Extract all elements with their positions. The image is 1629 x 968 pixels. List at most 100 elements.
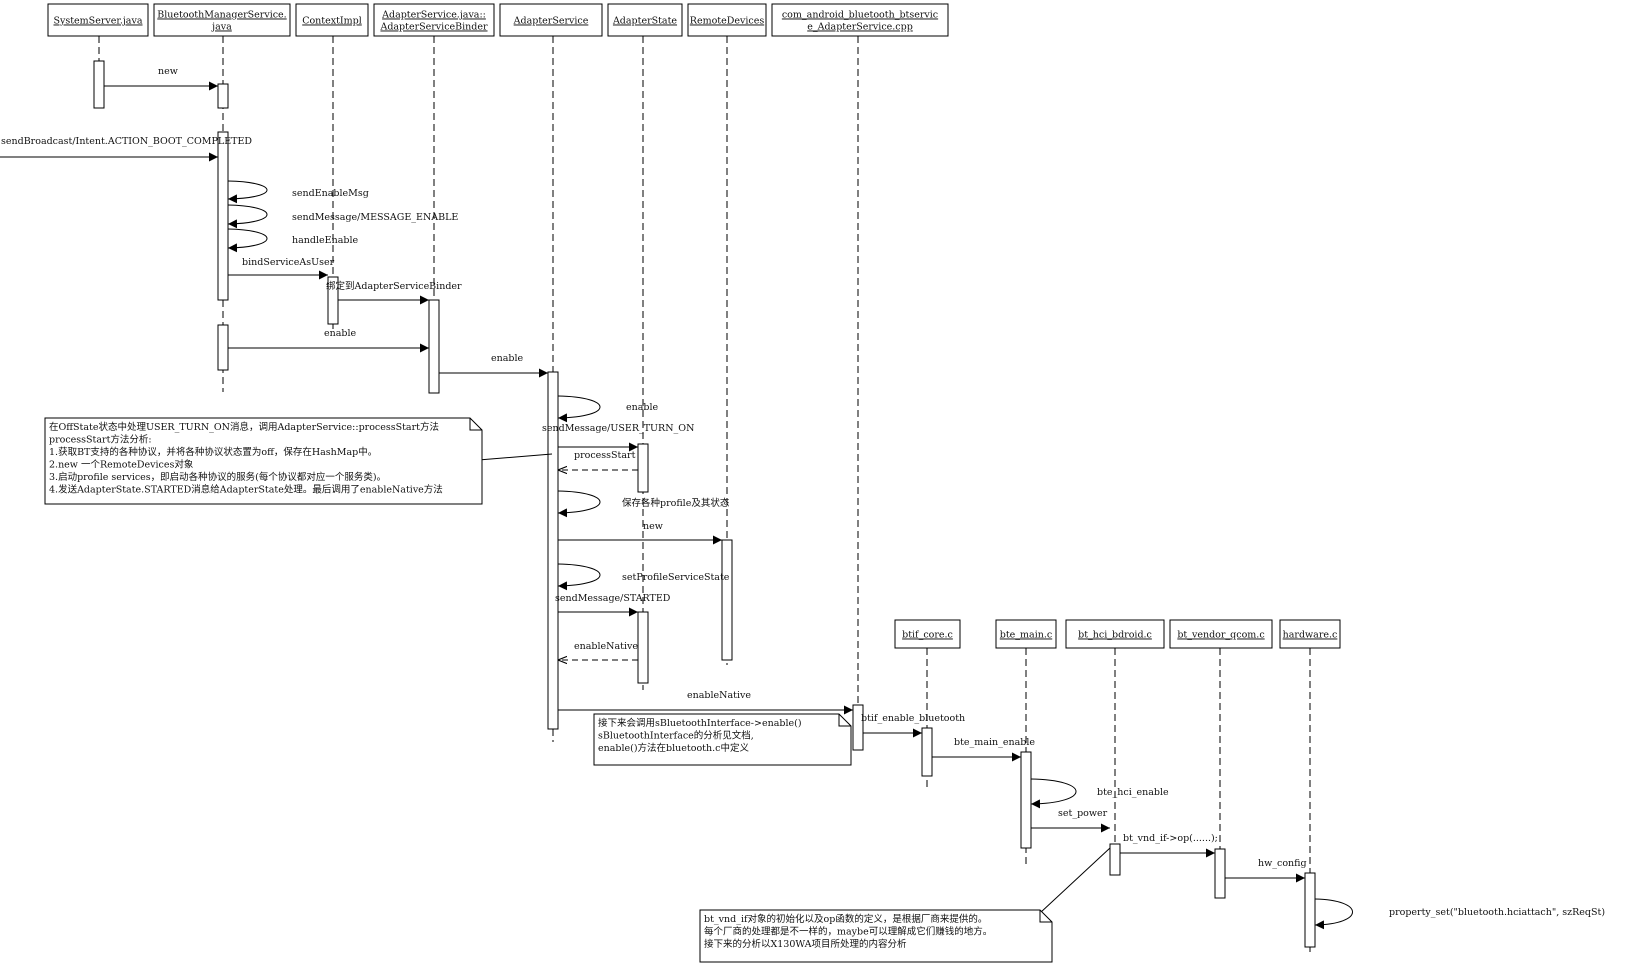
lifeline-ctx: ContextImpl: [295, 3, 369, 332]
message-label-m4: sendMessage/MESSAGE_ENABLE: [292, 212, 458, 223]
note-line: 接下来会调用sBluetoothInterface->enable(): [598, 717, 802, 729]
lifeline-rd: RemoteDevices: [687, 3, 767, 665]
activation-bar: [1109, 843, 1121, 876]
note-n2: 接下来会调用sBluetoothInterface->enable()sBlue…: [593, 713, 852, 766]
message-label-m13: 保存各种profile及其状态: [622, 497, 730, 509]
message-label-m1: new: [158, 66, 178, 77]
note-line: 1.获取BT支持的各种协议，并将各种协议状态置为off，保存在HashMap中。: [49, 446, 377, 458]
lifeline-label: ContextImpl: [302, 16, 362, 27]
lifeline-label: btif_core.c: [902, 630, 953, 641]
activation-bar: [547, 371, 559, 730]
activation-bar: [921, 727, 933, 777]
lifeline-head: [1065, 619, 1165, 649]
note-line: 在OffState状态中处理USER_TURN_ON消息，调用AdapterSe…: [49, 421, 439, 433]
note-connector: [1039, 847, 1111, 914]
lifeline-label: bte_main.c: [1000, 630, 1052, 641]
activation-bar: [428, 299, 440, 394]
lifeline-head: [295, 3, 369, 37]
lifeline-head: [771, 3, 949, 37]
note-line: 接下来的分析以X130WA项目所处理的内容分析: [704, 938, 907, 950]
message-label-m14: new: [643, 521, 663, 532]
self-call-arrow-m21: [1030, 778, 1077, 809]
lifeline-head: [499, 3, 603, 37]
note-line: 4.发送AdapterState.STARTED消息给AdapterState处…: [49, 484, 443, 496]
message-label-m3: sendEnableMsg: [292, 188, 369, 199]
message-label-m21: bte_hci_enable: [1097, 787, 1169, 798]
note-fold: [469, 418, 482, 431]
message-label-m16: sendMessage/STARTED: [555, 593, 671, 604]
lifeline-head: [1279, 619, 1341, 649]
lifeline-asb: AdapterService.java::AdapterServiceBinde…: [373, 3, 495, 392]
self-call-arrow-m4: [227, 204, 268, 229]
self-call-arrow-m5: [227, 228, 268, 253]
activation-bar: [93, 60, 105, 109]
lifeline-ast: AdapterState: [607, 3, 683, 690]
activation-bar: [1020, 751, 1032, 849]
lifeline-label: bt_vendor_qcom.c: [1177, 630, 1264, 641]
lifeline-core: btif_core.c: [894, 619, 961, 790]
lifeline-hci: bt_hci_bdroid.c: [1065, 619, 1165, 868]
lifeline-head: [1169, 619, 1273, 649]
lifeline-label: AdapterService: [513, 16, 589, 27]
activation-bar: [852, 704, 864, 751]
activation-bar: [637, 611, 649, 684]
message-label-m2: sendBroadcast/Intent.ACTION_BOOT_COMPLET…: [1, 136, 252, 147]
note-box: [593, 713, 852, 766]
message-label-m11: sendMessage/USER_TURN_ON: [542, 423, 694, 434]
lifeline-head: [47, 3, 149, 37]
note-fold: [1039, 910, 1052, 923]
message-label-m17: enableNative: [574, 641, 638, 652]
message-label-m6: bindServiceAsUser: [242, 257, 335, 268]
message-label-m25: property_set("bluetooth.hciattach", szRe…: [1389, 907, 1605, 918]
lifeline-head: [607, 3, 683, 37]
self-call-arrow-m3: [227, 180, 268, 204]
message-label-m19: btif_enable_bluetooth: [861, 713, 965, 724]
lifeline-label: com_android_bluetooth_btservic: [782, 10, 938, 21]
note-line: bt_vnd_if对象的初始化以及op函数的定义，是根据厂商来提供的。: [704, 913, 987, 925]
lifeline-head: [687, 3, 767, 37]
message-label-m10: enable: [626, 402, 659, 413]
note-line: enable()方法在bluetooth.c中定义: [598, 742, 749, 754]
message-label-m24: hw_config: [1258, 858, 1307, 869]
lifeline-head: [995, 619, 1057, 649]
message-label-m5: handleEnable: [292, 235, 358, 246]
self-call-arrow-m15: [557, 563, 601, 591]
message-label-m9: enable: [491, 353, 524, 364]
message-label-m20: bte_main_enable: [954, 737, 1035, 748]
message-label-m15: setProfileServiceState: [622, 572, 730, 583]
lifeline-label: bt_hci_bdroid.c: [1078, 630, 1152, 641]
activation-bar: [1304, 872, 1316, 948]
message-label-m22: set_power: [1058, 808, 1108, 819]
lifeline-head: [373, 3, 495, 37]
note-fold: [838, 714, 851, 727]
note-line: 3.启动profile services，即启动各种协议的服务(每个协议都对应一…: [49, 471, 386, 483]
lifeline-label: AdapterServiceBinder: [379, 22, 488, 33]
activation-bar: [1214, 848, 1226, 899]
activation-bar: [637, 443, 649, 493]
message-label-m12: processStart: [574, 450, 636, 461]
lifeline-label: java: [211, 22, 232, 33]
note-box: [44, 417, 483, 505]
activation-bar: [217, 83, 229, 109]
note-line: processStart方法分析:: [49, 434, 152, 446]
message-label-m18: enableNative: [687, 690, 751, 701]
lifeline-label: SystemServer.java: [53, 16, 142, 27]
message-label-m8: enable: [324, 328, 357, 339]
lifeline-head: [153, 3, 291, 37]
activation-bar: [217, 131, 229, 301]
lifeline-label: RemoteDevices: [690, 16, 765, 27]
self-call-arrow-m10: [557, 395, 601, 423]
lifeline-label: AdapterState: [612, 16, 677, 27]
lifeline-label: e_AdapterService.cpp: [807, 22, 913, 33]
lifeline-cpp: com_android_bluetooth_btservice_AdapterS…: [771, 3, 949, 742]
note-line: 每个厂商的处理都是不一样的，maybe可以理解成它们赚钱的地方。: [704, 926, 992, 938]
message-label-m23: bt_vnd_if->op(......);: [1123, 833, 1218, 844]
lifeline-label: hardware.c: [1283, 630, 1338, 641]
message-label-m7: 绑定到AdapterServiceBinder: [326, 280, 462, 292]
note-line: 2.new 一个RemoteDevices对象: [49, 459, 194, 471]
note-n1: 在OffState状态中处理USER_TURN_ON消息，调用AdapterSe…: [44, 417, 553, 505]
note-n3: bt_vnd_if对象的初始化以及op函数的定义，是根据厂商来提供的。每个厂商的…: [699, 847, 1111, 963]
activation-bar: [217, 324, 229, 371]
note-box: [699, 909, 1053, 963]
